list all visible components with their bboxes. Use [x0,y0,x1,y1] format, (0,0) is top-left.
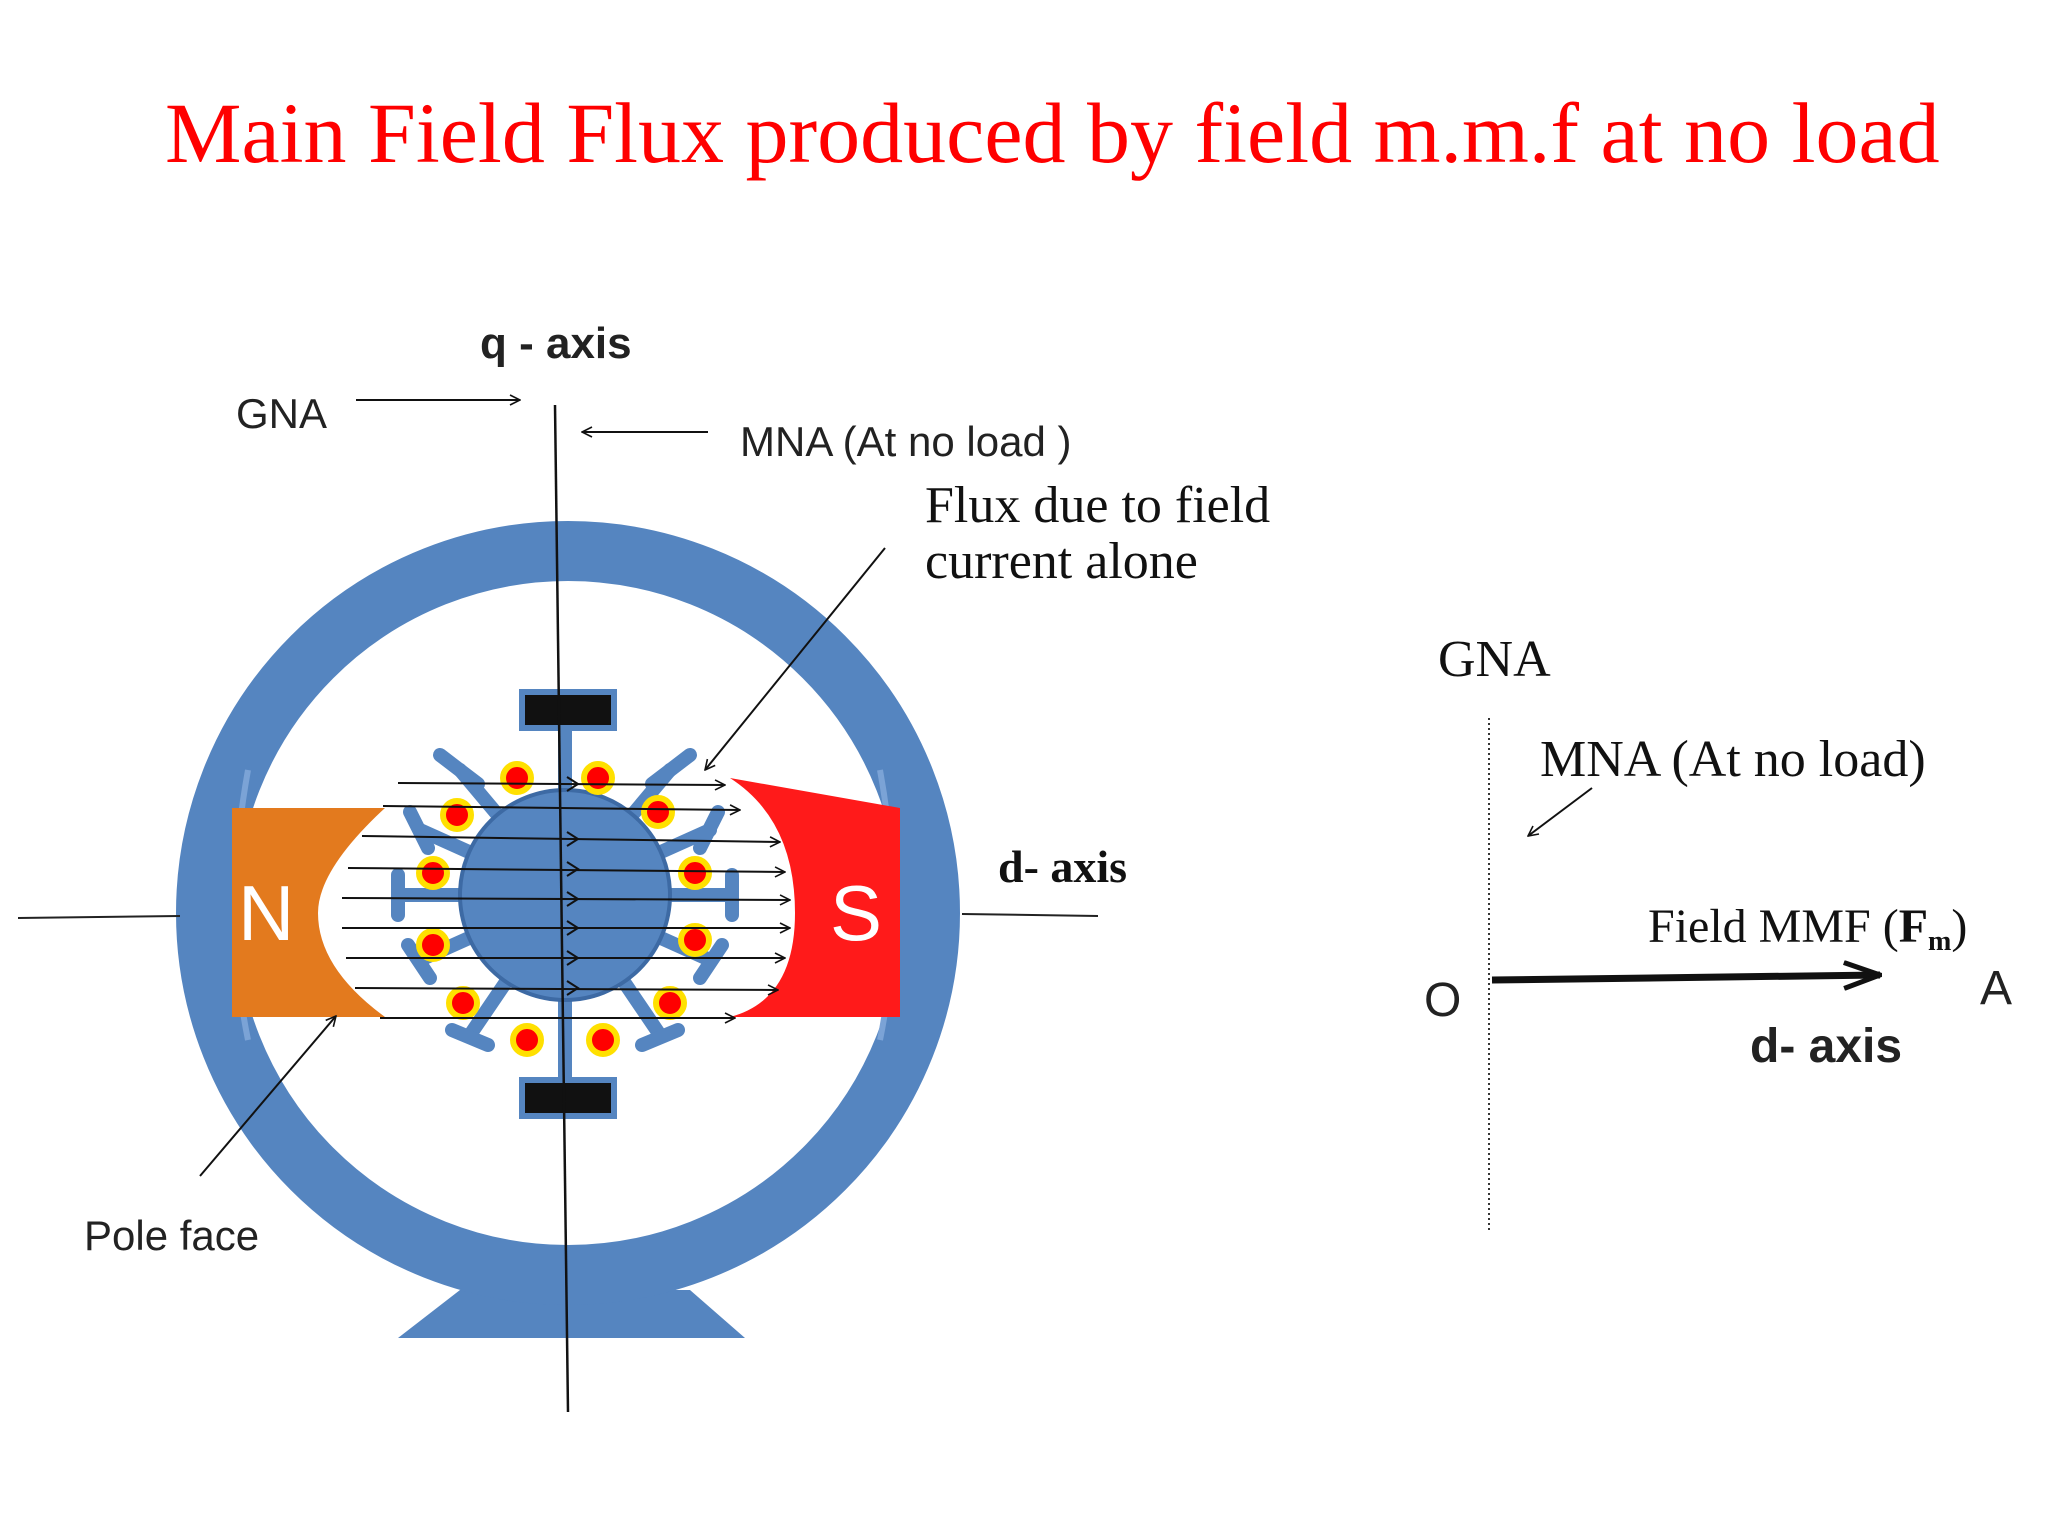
mna-label: MNA (At no load ) [740,418,1071,465]
phasor-diagram: GNA MNA (At no load) Field MMF (Fm) O A … [1424,631,2012,1232]
gna-label: GNA [236,390,327,437]
flux-label-line2: current alone [925,533,1198,590]
q-axis-label: q - axis [480,319,632,368]
conductor-dot-icon [678,923,712,957]
pole-face-pointer [199,1016,336,1177]
conductor-dot-icon [446,986,480,1020]
conductor-dot-icon [416,928,450,962]
q-axis-line [553,404,570,1413]
field-mmf-symbol: F [1899,900,1928,953]
d-axis-line-left [17,915,181,919]
field-mmf-text: Field MMF ( [1648,900,1899,953]
conductor-dot-icon [440,798,474,832]
rotor-arm-caps [391,748,739,1052]
north-pole [232,808,385,1017]
conductor-dot-icon [581,761,615,795]
origin-label: O [1424,974,1461,1027]
phasor-mna-arrow [1528,787,1593,836]
end-label: A [1980,962,2012,1015]
field-mmf-subscript: m [1928,926,1951,957]
conductor-dot-icon [678,856,712,890]
rotor-core [458,788,672,1002]
conductor-dot-icon [416,856,450,890]
flux-center-arrows [566,776,580,996]
flux-pointer [705,547,886,770]
phasor-gna-label: GNA [1438,631,1551,688]
pole-face-label: Pole face [84,1212,259,1259]
page-title: Main Field Flux produced by field m.m.f … [165,85,1940,181]
brush-bottom [519,1077,617,1119]
d-axis-line-right [961,913,1099,917]
conductor-dot-icon [641,795,675,829]
flux-lines [341,783,790,1018]
brush-top [519,689,617,731]
field-mmf-vector [1491,975,1880,980]
d-axis-label: d- axis [998,841,1127,892]
conductor-dot-icon [500,761,534,795]
south-pole [730,778,900,1017]
north-pole-label: N [238,869,294,957]
field-mmf-close: ) [1951,900,1967,953]
conductor-dot-icon [510,1023,544,1057]
machine-base [398,1290,745,1338]
conductor-dot-icon [586,1023,620,1057]
phasor-mna-label: MNA (At no load) [1540,731,1926,788]
conductor-group [416,761,712,1057]
phasor-d-axis-label: d- axis [1750,1020,1902,1073]
south-pole-label: S [830,869,882,957]
stator-yoke [176,521,960,1305]
machine-diagram: N S [17,319,1270,1413]
conductor-dot-icon [653,986,687,1020]
field-mmf-label: Field MMF (Fm) [1648,900,1967,957]
flux-label-line1: Flux due to field [925,477,1270,534]
